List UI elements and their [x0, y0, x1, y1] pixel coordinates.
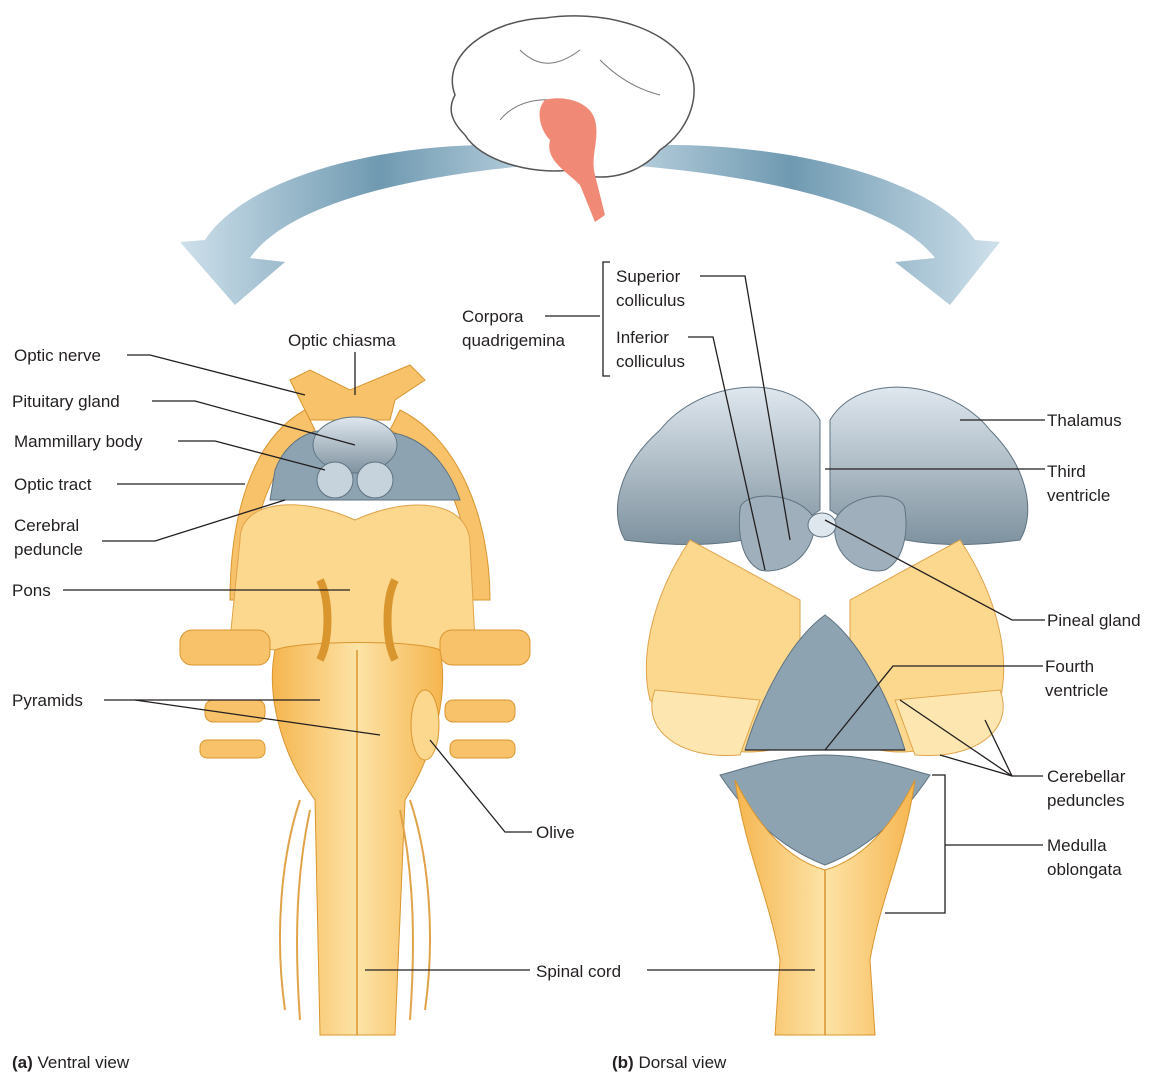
orientation-brain: [180, 16, 1000, 305]
label-mammillary-body: Mammillary body: [14, 432, 143, 451]
dorsal-view: [617, 387, 1027, 1035]
arrow-left: [180, 145, 580, 305]
label-corpora-2: quadrigemina: [462, 331, 566, 350]
label-optic-chiasma: Optic chiasma: [288, 331, 396, 350]
label-superior-1: Superior: [616, 267, 681, 286]
label-pineal-gland: Pineal gland: [1047, 611, 1141, 630]
label-medulla-1: Medulla: [1047, 836, 1107, 855]
label-pons: Pons: [12, 581, 51, 600]
label-superior-2: colliculus: [616, 291, 685, 310]
label-inferior-1: Inferior: [616, 328, 669, 347]
label-spinal-cord: Spinal cord: [536, 962, 621, 981]
caption-ventral-text: Ventral view: [33, 1053, 130, 1072]
caption-dorsal-letter: (b): [612, 1053, 634, 1072]
label-optic-nerve: Optic nerve: [14, 346, 101, 365]
label-thalamus: Thalamus: [1047, 411, 1122, 430]
label-olive: Olive: [536, 823, 575, 842]
caption-ventral: (a) Ventral view: [12, 1053, 130, 1072]
label-cerebral-peduncle-2: peduncle: [14, 540, 83, 559]
label-corpora-1: Corpora: [462, 307, 524, 326]
pineal-icon: [808, 513, 836, 537]
label-cerebellar-2: peduncles: [1047, 791, 1125, 810]
label-inferior-2: colliculus: [616, 352, 685, 371]
label-pyramids: Pyramids: [12, 691, 83, 710]
label-cerebellar-1: Cerebellar: [1047, 767, 1126, 786]
captions: (a) Ventral view (b) Dorsal view: [12, 1053, 727, 1072]
label-pituitary-gland: Pituitary gland: [12, 392, 120, 411]
label-cerebral-peduncle-1: Cerebral: [14, 516, 79, 535]
label-fourth-1: Fourth: [1045, 657, 1094, 676]
label-third-2: ventricle: [1047, 486, 1110, 505]
label-fourth-2: ventricle: [1045, 681, 1108, 700]
pons-shape: [230, 505, 475, 655]
caption-dorsal-text: Dorsal view: [634, 1053, 727, 1072]
label-medulla-2: oblongata: [1047, 860, 1122, 879]
caption-dorsal: (b) Dorsal view: [612, 1053, 727, 1072]
label-third-1: Third: [1047, 462, 1086, 481]
caption-ventral-letter: (a): [12, 1053, 33, 1072]
label-optic-tract: Optic tract: [14, 475, 92, 494]
